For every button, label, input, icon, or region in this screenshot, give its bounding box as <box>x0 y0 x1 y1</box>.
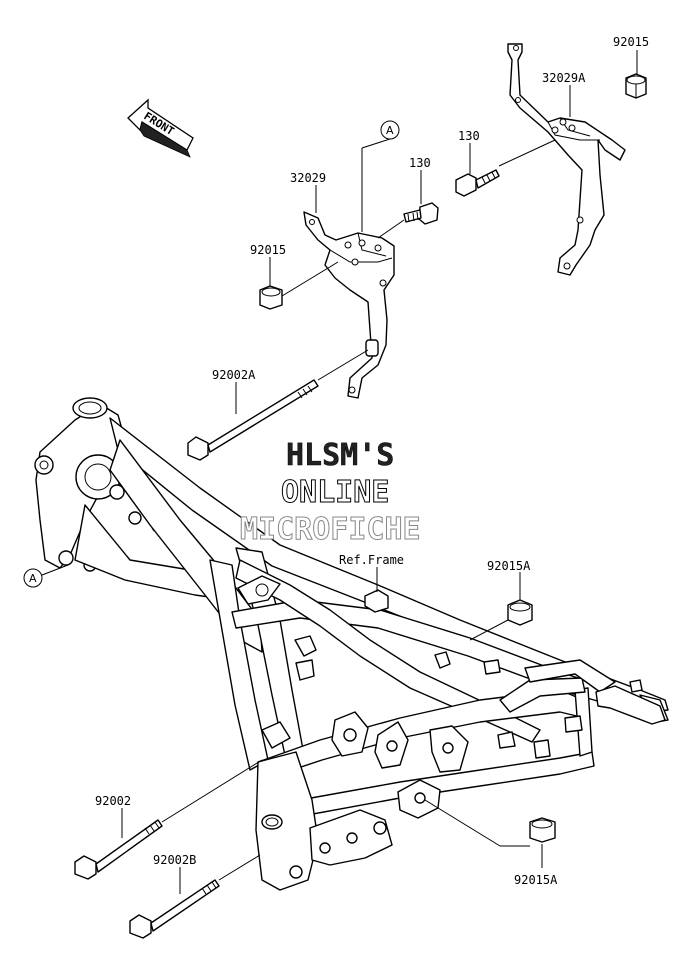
callout-a-upper: A <box>361 120 400 232</box>
label-130-left: 130 <box>409 156 431 170</box>
label-32029A: 32029A <box>542 71 586 85</box>
bracket-32029A <box>507 43 626 276</box>
label-92015-top: 92015 <box>613 35 649 49</box>
label-92002A: 92002A <box>212 368 256 382</box>
watermark-line3: MICROFICHE <box>240 512 421 547</box>
main-frame <box>34 397 669 891</box>
bolt-130-right-icon <box>455 139 556 197</box>
label-ref-frame: Ref.Frame <box>339 553 404 567</box>
nut-92015A-lower-icon <box>424 799 556 847</box>
front-arrow-icon: FRONT <box>127 98 194 158</box>
bracket-32029 <box>303 211 395 399</box>
watermark-line2: ONLINE <box>281 475 389 510</box>
label-92002B: 92002B <box>153 853 196 867</box>
nut-92015-top-icon <box>625 73 647 99</box>
label-32029: 32029 <box>290 171 326 185</box>
nut-92015-left-icon <box>259 261 339 310</box>
label-92015-left: 92015 <box>250 243 286 257</box>
nut-92015A-upper-icon <box>469 599 533 641</box>
bolt-92002B-icon <box>129 854 261 939</box>
svg-text:A: A <box>386 124 394 137</box>
callout-a-lower: A <box>23 564 69 588</box>
leader-lines <box>121 50 638 894</box>
label-130-right: 130 <box>458 129 480 143</box>
label-92002: 92002 <box>95 794 131 808</box>
label-92015A-upper: 92015A <box>487 559 531 573</box>
watermark-line1: HLSM'S <box>286 438 394 473</box>
bolt-92002A-icon <box>187 349 369 461</box>
label-92015A-lower: 92015A <box>514 873 558 887</box>
svg-text:A: A <box>29 572 37 585</box>
bolt-130-left-icon <box>377 202 439 239</box>
part-labels: 92015 32029A 130 32029 130 92015 92002A … <box>95 35 649 887</box>
watermark: HLSM'S ONLINE MICROFICHE <box>240 438 422 548</box>
bolt-92002-icon <box>74 759 263 880</box>
